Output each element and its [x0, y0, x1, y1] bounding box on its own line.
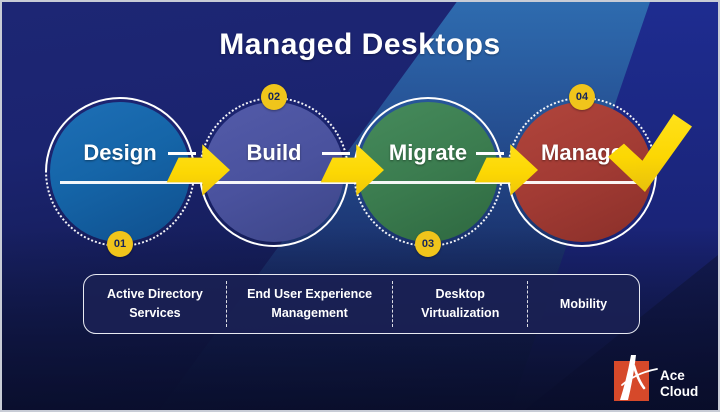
step-label: Manage	[541, 140, 623, 165]
step-design: Design 01	[45, 82, 195, 260]
services-bar: Active Directory Services End User Exper…	[83, 274, 640, 334]
step-number-badge: 02	[261, 84, 287, 110]
ace-logo-text: Ace Cloud	[660, 368, 698, 400]
connector-dash	[168, 152, 196, 155]
page-title: Managed Desktops	[219, 28, 501, 61]
step-number-badge: 03	[415, 231, 441, 257]
step-label: Migrate	[388, 140, 468, 165]
service-item-desktop-virtualization: Desktop Virtualization	[421, 287, 500, 320]
service-divider	[527, 281, 529, 327]
service-item-end-user-experience: End User Experience Management	[247, 287, 373, 320]
service-item-mobility: Mobility	[559, 296, 608, 311]
step-label: Design	[83, 140, 157, 165]
arrow-right-icon	[474, 144, 538, 196]
service-item-active-directory: Active Directory Services	[106, 287, 203, 320]
step-number-badge: 04	[569, 84, 595, 110]
connector-dash	[476, 152, 504, 155]
arrow-right-icon	[320, 144, 384, 196]
ace-cloud-logo: Ace Cloud	[612, 352, 712, 407]
service-divider	[392, 281, 394, 327]
connector-migrate-manage	[472, 142, 538, 198]
connector-design-build	[164, 142, 230, 198]
step-number-badge: 01	[107, 231, 133, 257]
logo-text-ace: Ace	[660, 368, 685, 383]
logo-text-cloud: Cloud	[660, 384, 699, 400]
step-circle	[50, 102, 190, 242]
arrow-right-icon	[166, 144, 230, 196]
step-label: Build	[246, 140, 302, 165]
connector-dash	[322, 152, 350, 155]
service-divider	[225, 281, 227, 327]
ace-logo-a-icon	[620, 355, 658, 400]
connector-build-migrate	[318, 142, 384, 198]
